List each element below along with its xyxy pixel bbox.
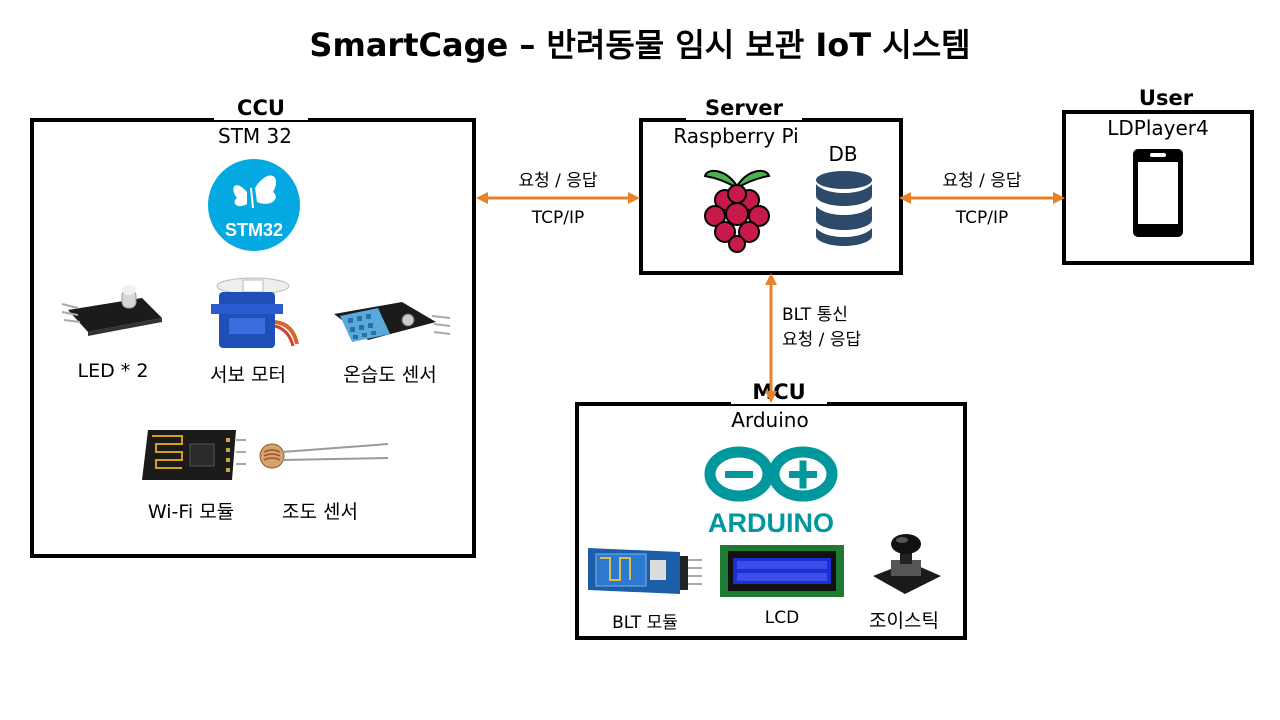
- mcu-board-label: Arduino: [731, 408, 809, 432]
- mcu-title: MCU: [731, 380, 827, 404]
- ccu-server-label-bottom: TCP/IP: [531, 208, 585, 228]
- led-label: LED * 2: [77, 360, 149, 382]
- user-title: User: [1118, 86, 1214, 110]
- user-device-label: LDPlayer4: [1107, 116, 1209, 140]
- arduino-logo-text: ARDUINO: [708, 508, 834, 538]
- smartphone-icon: [1133, 149, 1183, 237]
- ccu-title: CCU: [214, 96, 308, 120]
- servo-motor-image: [211, 277, 299, 348]
- arduino-logo: ARDUINO: [704, 446, 838, 538]
- database-icon: [816, 171, 872, 246]
- server-mcu-arrow: [765, 273, 777, 403]
- humidity-sensor-label: 온습도 센서: [343, 364, 437, 386]
- server-user-label-top: 요청 / 응답: [942, 171, 1022, 191]
- blt-module-label: BLT 모듈: [612, 613, 678, 633]
- server-mcu-label-line2: 요청 / 응답: [782, 330, 862, 350]
- light-sensor-label: 조도 센서: [282, 501, 358, 523]
- joystick-image: [873, 534, 941, 594]
- lcd-label: LCD: [764, 608, 800, 628]
- servo-motor-label: 서보 모터: [210, 364, 286, 386]
- humidity-sensor-image: [334, 302, 451, 342]
- stm32-logo: STM32: [208, 159, 300, 251]
- ccu-board-label: STM 32: [218, 124, 292, 148]
- server-user-arrow: [899, 192, 1065, 204]
- ccu-server-label-top: 요청 / 응답: [518, 171, 598, 191]
- blt-module-image: [588, 548, 702, 594]
- server-title: Server: [686, 96, 802, 120]
- light-sensor-image: [259, 443, 389, 469]
- server-board-label: Raspberry Pi: [673, 124, 799, 148]
- stm32-logo-text: STM32: [225, 220, 283, 240]
- lcd-image: [720, 545, 844, 597]
- mcu-box: [575, 402, 967, 640]
- raspberry-pi-logo: [703, 169, 771, 253]
- server-user-label-bottom: TCP/IP: [955, 208, 1009, 228]
- diagram-title: SmartCage – 반려동물 임시 보관 IoT 시스템: [309, 26, 971, 64]
- wifi-module-image: [142, 430, 246, 480]
- ccu-server-arrow: [476, 192, 640, 204]
- server-mcu-label-line1: BLT 통신: [782, 305, 848, 325]
- butterfly-icon: [233, 175, 277, 207]
- joystick-label: 조이스틱: [869, 610, 939, 632]
- wifi-module-label: Wi-Fi 모듈: [147, 501, 235, 523]
- db-label: DB: [828, 142, 858, 166]
- led-module-image: [61, 285, 162, 336]
